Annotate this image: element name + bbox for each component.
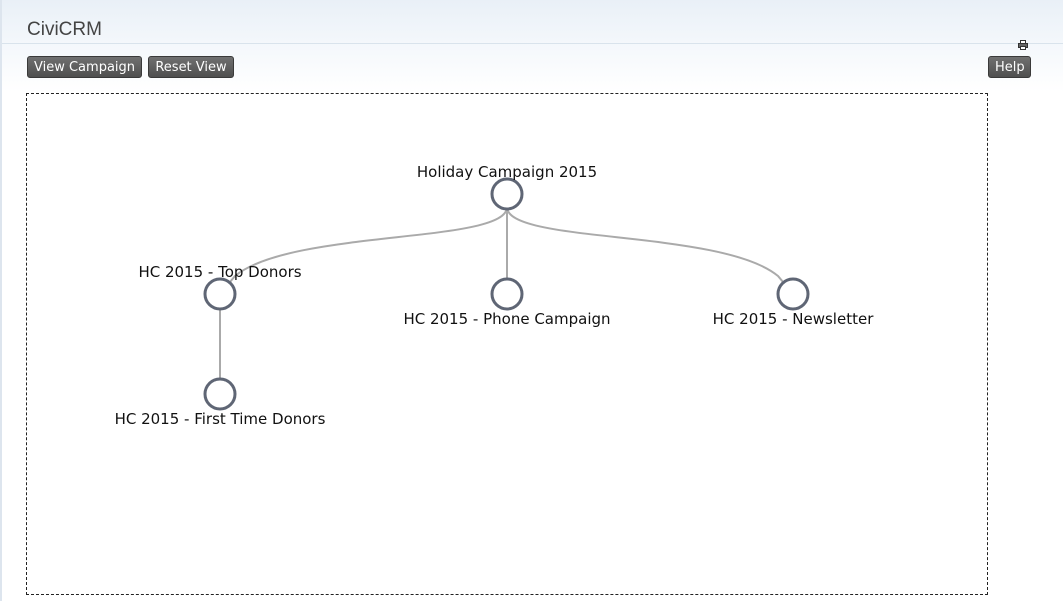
app-title: CiviCRM (27, 19, 102, 40)
tree-node-label: HC 2015 - Top Donors (138, 263, 301, 281)
tree-node-root[interactable]: Holiday Campaign 2015 (417, 163, 597, 211)
tree-node-phone[interactable]: HC 2015 - Phone Campaign (403, 277, 611, 328)
view-campaign-button[interactable]: View Campaign (27, 56, 142, 78)
tree-link-newsletter (506, 206, 794, 295)
left-border (0, 0, 2, 601)
tree-node-circle[interactable] (203, 277, 237, 311)
tree-node-circle[interactable] (776, 277, 810, 311)
tree-node-circle[interactable] (490, 277, 524, 311)
printer-icon[interactable] (1018, 35, 1028, 50)
campaign-tree-svg: Holiday Campaign 2015 HC 2015 - Top Donor… (115, 163, 875, 428)
tree-node-label: HC 2015 - Phone Campaign (403, 310, 610, 328)
tree-nodes: Holiday Campaign 2015 HC 2015 - Top Donor… (115, 163, 875, 428)
tree-node-top_donors[interactable]: HC 2015 - Top Donors (138, 263, 302, 311)
reset-view-button[interactable]: Reset View (148, 56, 234, 78)
header-divider (0, 43, 1063, 44)
tree-node-newsletter[interactable]: HC 2015 - Newsletter (713, 277, 875, 328)
tree-link-top_donors (219, 206, 508, 295)
tree-node-label: Holiday Campaign 2015 (417, 163, 597, 181)
tree-node-label: HC 2015 - Newsletter (713, 310, 875, 328)
tree-node-label: HC 2015 - First Time Donors (115, 410, 326, 428)
tree-node-circle[interactable] (203, 377, 237, 411)
tree-node-circle[interactable] (490, 177, 524, 211)
campaign-tree-canvas[interactable]: Holiday Campaign 2015 HC 2015 - Top Donor… (26, 93, 988, 595)
tree-links (219, 194, 794, 394)
tree-node-first_time[interactable]: HC 2015 - First Time Donors (115, 377, 326, 428)
help-button[interactable]: Help (988, 56, 1031, 78)
